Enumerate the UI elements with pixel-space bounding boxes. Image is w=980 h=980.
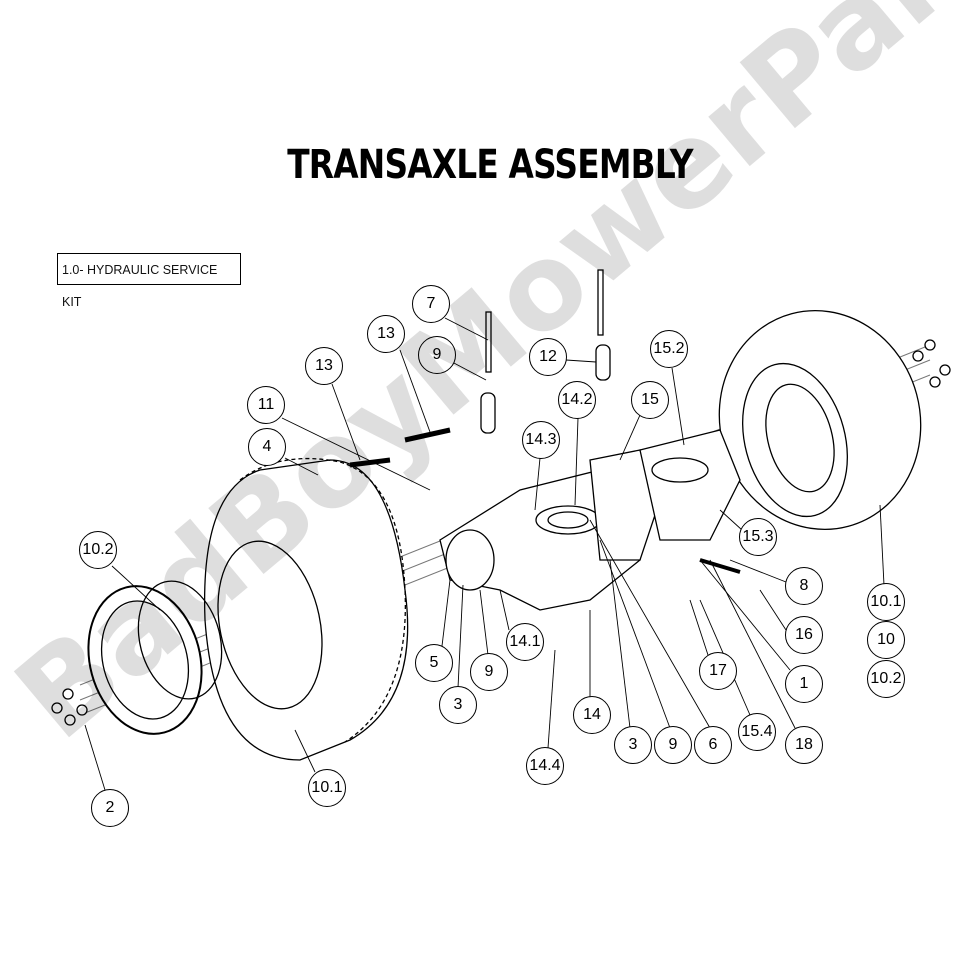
callout-part-15-3[interactable]: 15.3 xyxy=(739,518,777,556)
transaxle-housing xyxy=(439,429,741,611)
callout-part-14-1[interactable]: 14.1 xyxy=(506,623,544,661)
right-tire xyxy=(718,309,922,531)
callout-part-13[interactable]: 13 xyxy=(305,347,343,385)
callout-part-15-4[interactable]: 15.4 xyxy=(738,713,776,751)
bolts-and-pins xyxy=(349,269,741,574)
callout-part-14-4[interactable]: 14.4 xyxy=(526,747,564,785)
callout-part-16[interactable]: 16 xyxy=(785,616,823,654)
callout-part-10-2[interactable]: 10.2 xyxy=(867,660,905,698)
leader-lines xyxy=(84,317,885,791)
callout-part-9[interactable]: 9 xyxy=(470,653,508,691)
callout-part-13[interactable]: 13 xyxy=(367,315,405,353)
callout-part-9[interactable]: 9 xyxy=(654,726,692,764)
callout-part-2[interactable]: 2 xyxy=(91,789,129,827)
callout-part-10-1[interactable]: 10.1 xyxy=(308,769,346,807)
callout-part-10-2[interactable]: 10.2 xyxy=(79,531,117,569)
left-rim xyxy=(87,580,223,735)
callout-part-15[interactable]: 15 xyxy=(631,381,669,419)
callout-part-6[interactable]: 6 xyxy=(694,726,732,764)
callout-part-14-3[interactable]: 14.3 xyxy=(522,421,560,459)
callout-part-10-1[interactable]: 10.1 xyxy=(867,583,905,621)
callout-part-5[interactable]: 5 xyxy=(415,644,453,682)
callout-part-18[interactable]: 18 xyxy=(785,726,823,764)
lug-nuts xyxy=(51,339,951,726)
callout-part-15-2[interactable]: 15.2 xyxy=(650,330,688,368)
callout-part-12[interactable]: 12 xyxy=(529,338,567,376)
callout-part-3[interactable]: 3 xyxy=(614,726,652,764)
callout-part-9[interactable]: 9 xyxy=(418,336,456,374)
callout-part-7[interactable]: 7 xyxy=(412,285,450,323)
callout-part-10[interactable]: 10 xyxy=(867,621,905,659)
left-tire xyxy=(203,457,409,761)
callout-part-4[interactable]: 4 xyxy=(248,428,286,466)
callout-part-14[interactable]: 14 xyxy=(573,696,611,734)
callout-part-8[interactable]: 8 xyxy=(785,567,823,605)
hydraulic-service-kit-label[interactable]: 1.0- HYDRAULIC SERVICE KIT xyxy=(57,253,241,309)
callout-part-1[interactable]: 1 xyxy=(785,665,823,703)
callout-part-3[interactable]: 3 xyxy=(439,686,477,724)
callout-part-11[interactable]: 11 xyxy=(247,386,285,424)
page-title: TRANSAXLE ASSEMBLY xyxy=(287,142,693,188)
callout-part-14-2[interactable]: 14.2 xyxy=(558,381,596,419)
callout-part-17[interactable]: 17 xyxy=(699,652,737,690)
